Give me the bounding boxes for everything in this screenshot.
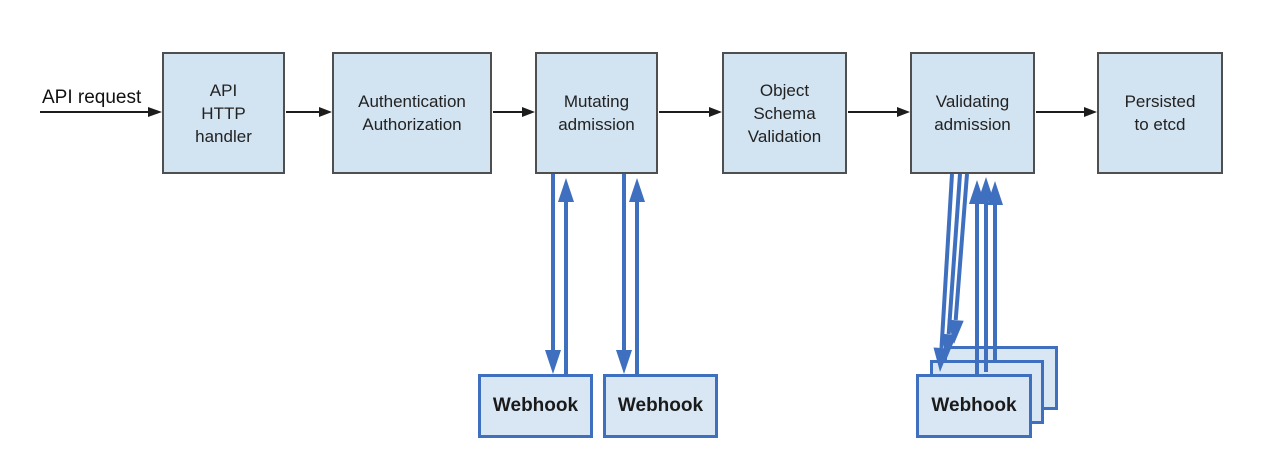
node-label: Authentication Authorization bbox=[358, 92, 466, 134]
flow-arrow-schema-to-validating bbox=[848, 107, 910, 117]
mutating-webhook2-up-arrow bbox=[629, 178, 645, 374]
node-label: Object Schema Validation bbox=[747, 80, 822, 146]
node-label: Persisted to etcd bbox=[1124, 92, 1196, 134]
mutating-webhook2-down-arrow bbox=[616, 174, 632, 374]
validating-down-arrow-3 bbox=[947, 173, 969, 344]
mutating-webhook-1: Webhook bbox=[478, 374, 593, 438]
node-api-http-handler: API HTTP handler bbox=[162, 52, 285, 174]
webhook-label: Webhook bbox=[617, 395, 704, 416]
node-persisted-to-etcd: Persisted to etcd bbox=[1097, 52, 1223, 174]
node-validating-admission: Validating admission bbox=[910, 52, 1035, 174]
node-mutating-admission: Mutating admission bbox=[535, 52, 658, 174]
webhook-label: Webhook bbox=[492, 395, 579, 416]
validating-down-arrow-1 bbox=[933, 173, 954, 372]
node-label: Mutating admission bbox=[558, 92, 635, 134]
validating-up-arrow-1 bbox=[969, 180, 985, 374]
validating-up-arrow-3 bbox=[987, 181, 1003, 360]
api-request-label: API request bbox=[42, 87, 142, 108]
validating-up-arrow-2 bbox=[978, 177, 994, 372]
flow-arrow-handler-to-auth bbox=[286, 107, 332, 117]
flow-arrow-mutating-to-schema bbox=[659, 107, 722, 117]
validating-webhook-front: Webhook bbox=[916, 374, 1032, 438]
node-object-schema-validation: Object Schema Validation bbox=[722, 52, 847, 174]
flow-arrow-auth-to-mutating bbox=[493, 107, 535, 117]
node-authentication-authorization: Authentication Authorization bbox=[332, 52, 492, 174]
webhook-label: Webhook bbox=[931, 395, 1017, 416]
node-label: API HTTP handler bbox=[195, 80, 252, 146]
mutating-webhook-2: Webhook bbox=[603, 374, 718, 438]
validating-down-arrow-2 bbox=[940, 173, 962, 358]
node-label: Validating admission bbox=[934, 92, 1011, 134]
flow-arrow-validating-to-etcd bbox=[1036, 107, 1097, 117]
mutating-webhook1-down-arrow bbox=[545, 174, 561, 374]
mutating-webhook1-up-arrow bbox=[558, 178, 574, 374]
